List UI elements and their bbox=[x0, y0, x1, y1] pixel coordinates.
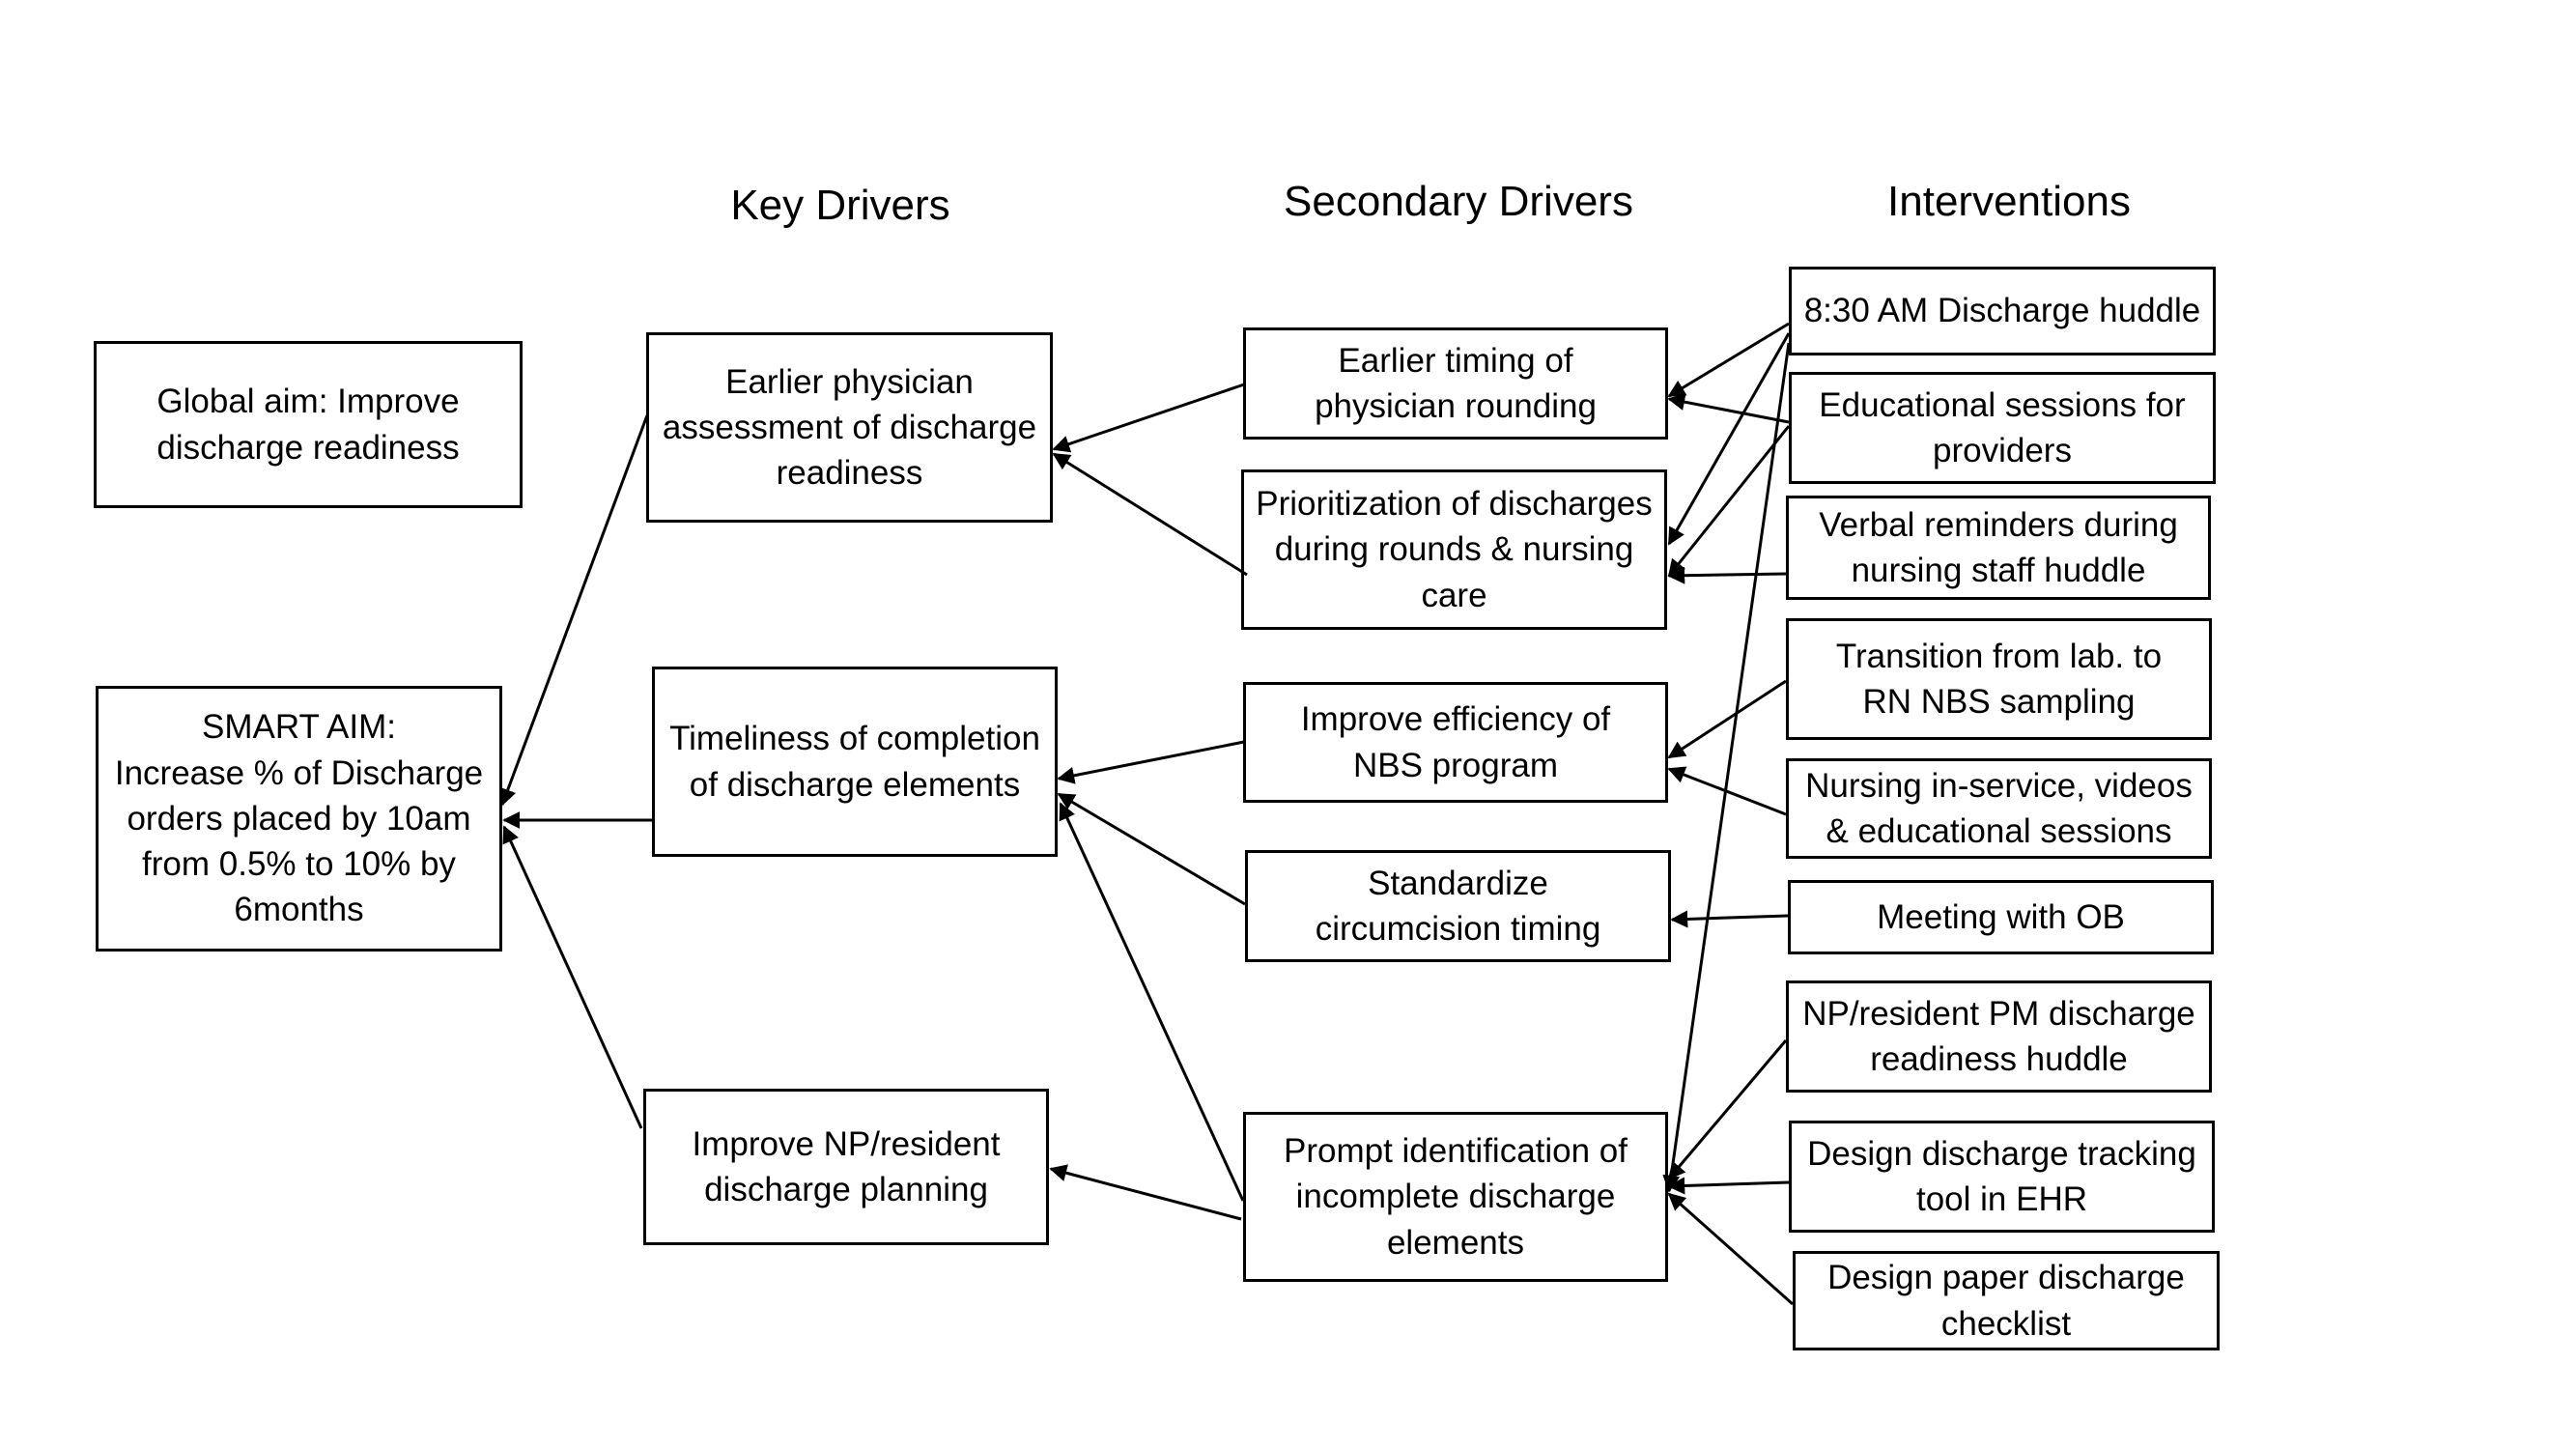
arrow-huddle-830-to-earlier-rounding bbox=[1667, 322, 1790, 398]
arrow-educational-sessions-to-prioritization bbox=[1667, 425, 1791, 578]
arrow-earlier-rounding-to-earlier-assessment bbox=[1052, 383, 1245, 453]
arrow-np-planning-to-smart-aim bbox=[502, 825, 643, 1129]
header-secondary-drivers: Secondary Drivers bbox=[1284, 178, 1633, 225]
key-driver-earlier-assessment: Earlier physician assessment of discharg… bbox=[646, 332, 1053, 523]
secondary-driver-earlier-rounding: Earlier timing of physician rounding bbox=[1243, 327, 1668, 440]
intervention-meeting-ob: Meeting with OB bbox=[1788, 880, 2214, 954]
arrow-paper-checklist-to-prompt-identification bbox=[1667, 1192, 1794, 1306]
arrow-huddle-830-to-prompt-identification bbox=[1662, 342, 1791, 1193]
arrow-nbs-efficiency-to-timeliness bbox=[1057, 740, 1245, 784]
arrow-prompt-identification-to-timeliness bbox=[1059, 802, 1245, 1202]
header-interventions: Interventions bbox=[1887, 178, 2131, 225]
arrow-huddle-830-to-prioritization bbox=[1667, 332, 1791, 546]
arrow-transition-nbs-to-nbs-efficiency bbox=[1667, 679, 1787, 759]
intervention-huddle-830: 8:30 AM Discharge huddle bbox=[1789, 267, 2216, 355]
arrow-tracking-tool-to-prompt-identification bbox=[1667, 1177, 1790, 1195]
key-driver-np-planning: Improve NP/resident discharge planning bbox=[643, 1089, 1049, 1245]
intervention-transition-nbs: Transition from lab. to RN NBS sampling bbox=[1786, 618, 2212, 740]
header-key-drivers: Key Drivers bbox=[730, 182, 950, 229]
intervention-pm-huddle: NP/resident PM discharge readiness huddl… bbox=[1786, 980, 2212, 1093]
arrow-prioritization-to-earlier-assessment bbox=[1052, 452, 1248, 577]
arrow-verbal-reminders-to-prioritization bbox=[1667, 566, 1787, 584]
intervention-nursing-inservice: Nursing in-service, videos & educational… bbox=[1786, 758, 2212, 859]
secondary-driver-nbs-efficiency: Improve efficiency of NBS program bbox=[1243, 682, 1668, 803]
arrow-educational-sessions-to-earlier-rounding bbox=[1667, 393, 1790, 424]
intervention-paper-checklist: Design paper discharge checklist bbox=[1793, 1251, 2220, 1350]
intervention-educational-sessions: Educational sessions for providers bbox=[1789, 372, 2216, 484]
arrow-meeting-ob-to-circumcision bbox=[1670, 910, 1789, 928]
global-aim-box: Global aim: Improve discharge readiness bbox=[94, 341, 523, 508]
key-driver-timeliness: Timeliness of completion of discharge el… bbox=[652, 667, 1058, 857]
intervention-tracking-tool: Design discharge tracking tool in EHR bbox=[1789, 1121, 2215, 1233]
smart-aim-box: SMART AIM: Increase % of Discharge order… bbox=[96, 686, 502, 952]
secondary-driver-circumcision: Standardize circumcision timing bbox=[1245, 850, 1671, 962]
arrow-nursing-inservice-to-nbs-efficiency bbox=[1667, 766, 1787, 816]
secondary-driver-prompt-identification: Prompt identification of incomplete disc… bbox=[1243, 1112, 1668, 1282]
arrow-circumcision-to-timeliness bbox=[1057, 792, 1246, 906]
arrow-earlier-assessment-to-smart-aim bbox=[499, 414, 649, 807]
secondary-driver-prioritization: Prioritization of discharges during roun… bbox=[1241, 469, 1667, 630]
arrow-pm-huddle-to-prompt-identification bbox=[1667, 1039, 1788, 1180]
arrow-prompt-identification-to-np-planning bbox=[1049, 1164, 1242, 1221]
intervention-verbal-reminders: Verbal reminders during nursing staff hu… bbox=[1786, 496, 2211, 600]
